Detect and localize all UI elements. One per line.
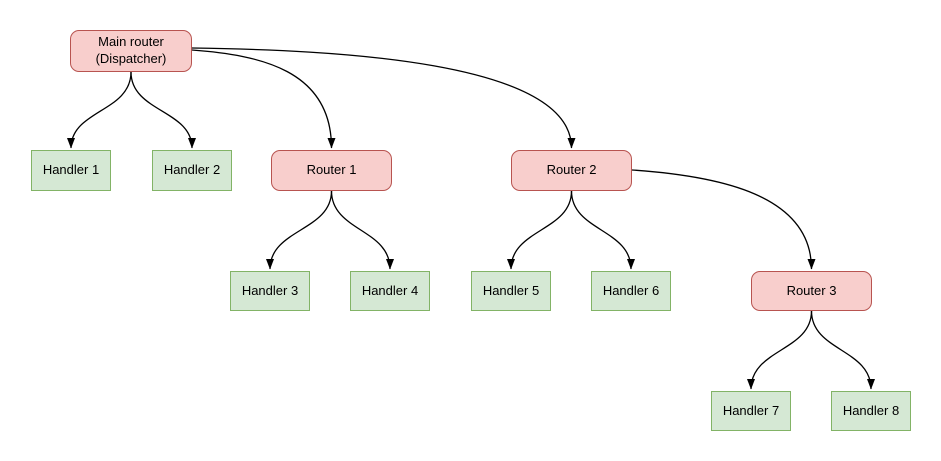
node-label: Handler 8 xyxy=(842,402,900,418)
node-handler-8: Handler 8 xyxy=(831,391,911,431)
node-handler-6: Handler 6 xyxy=(591,271,671,311)
node-label: Router 3 xyxy=(786,282,837,298)
edge-router3-to-handler7 xyxy=(747,310,813,390)
node-handler-7: Handler 7 xyxy=(711,391,791,431)
node-handler-5: Handler 5 xyxy=(471,271,551,311)
node-handler-1: Handler 1 xyxy=(31,150,111,191)
edge-main-to-handler2 xyxy=(130,71,196,149)
edge-router2-to-router3 xyxy=(631,169,816,270)
node-label-line2: (Dispatcher) xyxy=(95,51,167,66)
node-label: Handler 1 xyxy=(42,162,100,178)
node-label: Handler 4 xyxy=(361,282,419,298)
node-handler-4: Handler 4 xyxy=(350,271,430,311)
node-label: Handler 2 xyxy=(163,162,221,178)
node-label: Handler 6 xyxy=(602,282,660,298)
node-label: Handler 5 xyxy=(482,282,540,298)
node-router-3: Router 3 xyxy=(751,271,872,311)
edge-main-to-router2 xyxy=(191,47,576,149)
node-label: Router 2 xyxy=(546,162,597,178)
node-label: Handler 7 xyxy=(722,402,780,418)
node-label: Handler 3 xyxy=(241,282,299,298)
node-main-router: Main router (Dispatcher) xyxy=(70,30,192,72)
edge-router2-to-handler5 xyxy=(507,190,573,270)
node-router-1: Router 1 xyxy=(271,150,392,191)
edge-main-to-handler1 xyxy=(67,71,132,149)
edge-router1-to-handler4 xyxy=(330,190,394,270)
node-label: Router 1 xyxy=(306,162,357,178)
node-handler-2: Handler 2 xyxy=(152,150,232,191)
edge-main-to-router1 xyxy=(191,49,336,149)
edge-router3-to-handler8 xyxy=(810,310,875,390)
node-handler-3: Handler 3 xyxy=(230,271,310,311)
edge-router2-to-handler6 xyxy=(570,190,635,270)
node-router-2: Router 2 xyxy=(511,150,632,191)
node-label-line1: Main router xyxy=(98,34,164,50)
edge-router1-to-handler3 xyxy=(266,190,333,270)
